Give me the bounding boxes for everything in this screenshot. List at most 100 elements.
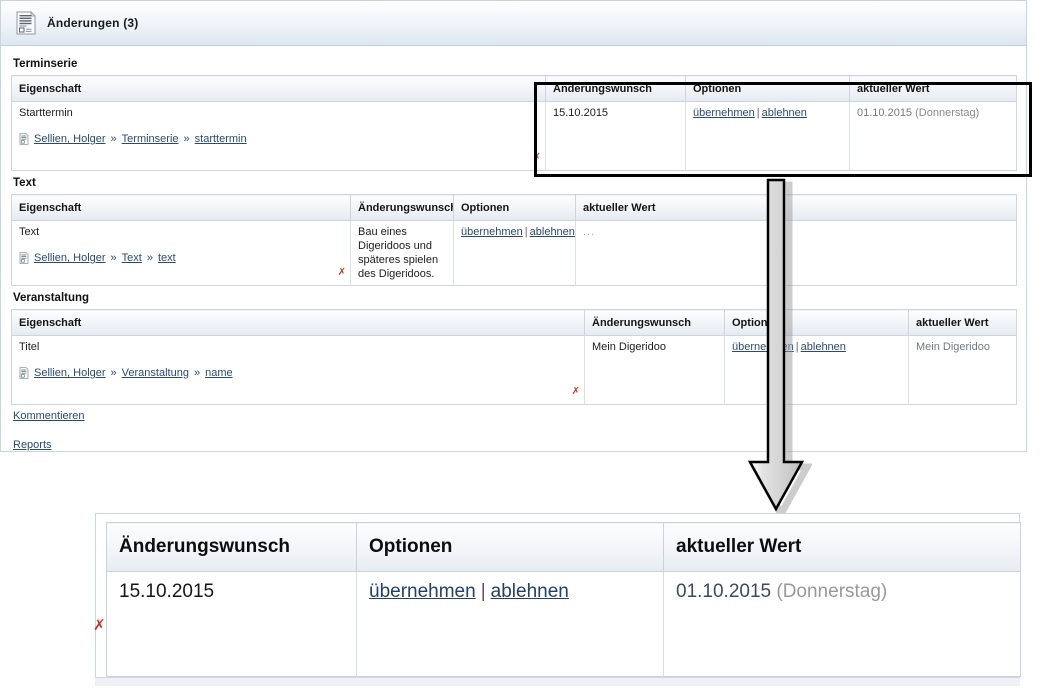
col-aenderungswunsch: Änderungswunsch: [350, 194, 454, 221]
delete-change-icon[interactable]: ✗: [337, 267, 346, 278]
comment-link-row: Kommentieren: [13, 410, 1016, 422]
table-row: 15.10.2015 übernehmen|ablehnen 01.10.201…: [106, 571, 1021, 677]
current-value: ...: [583, 226, 596, 238]
col-optionen: Optionen: [685, 75, 850, 102]
col-aenderungswunsch: Änderungswunsch: [106, 522, 357, 572]
requested-value-cell: Bau eines Digeridoos und späteres spiele…: [350, 220, 454, 286]
table-row: Starttermin: [11, 101, 1017, 171]
property-origin-link[interactable]: Sellien, Holger » Veranstaltung » name: [19, 366, 578, 380]
current-value-cell: 01.10.2015 (Donnerstag): [849, 101, 1017, 171]
col-aktueller-wert: aktueller Wert: [575, 194, 1017, 221]
section-terminserie: Terminserie Eigenschaft Änderungswunsch …: [11, 58, 1017, 171]
panel-body: Terminserie Eigenschaft Änderungswunsch …: [1, 46, 1026, 451]
accept-link[interactable]: übernehmen: [461, 226, 523, 238]
current-value-suffix: (Donnerstag): [776, 581, 888, 602]
option-separator: |: [480, 581, 486, 602]
property-cell: Text: [11, 220, 351, 286]
options-cell: übernehmen|ablehnen: [356, 571, 664, 677]
current-value: Mein Digeridoo: [916, 341, 990, 353]
document-icon: [19, 133, 29, 145]
current-value-cell: 01.10.2015 (Donnerstag): [663, 571, 1021, 677]
property-origin-link[interactable]: Sellien, Holger » Text » text: [19, 251, 344, 265]
changes-table-veranstaltung: Eigenschaft Änderungswunsch Optionen akt…: [11, 309, 1017, 405]
options-cell: übernehmen|ablehnen: [685, 101, 850, 171]
options-cell: übernehmen|ablehnen: [453, 220, 576, 286]
option-separator: |: [756, 107, 760, 119]
col-aktueller-wert: aktueller Wert: [908, 309, 1017, 336]
link-chevron: »: [110, 252, 117, 264]
panel-header: Änderungen (3): [1, 1, 1026, 46]
reject-link[interactable]: ablehnen: [800, 341, 846, 353]
col-aenderungswunsch: Änderungswunsch: [545, 75, 686, 102]
section-text: Text Eigenschaft Änderungswunsch Optione…: [11, 177, 1017, 286]
document-icon: [19, 252, 29, 264]
table-header-row: Änderungswunsch Optionen aktueller Wert: [106, 522, 1021, 572]
col-aenderungswunsch: Änderungswunsch: [584, 309, 725, 336]
link-entity[interactable]: Veranstaltung: [121, 367, 189, 379]
col-eigenschaft: Eigenschaft: [11, 75, 546, 102]
delete-change-icon[interactable]: ✗: [93, 617, 106, 634]
kommentieren-link[interactable]: Kommentieren: [13, 410, 85, 422]
option-separator: |: [795, 341, 799, 353]
delete-change-icon[interactable]: ✗: [532, 152, 541, 163]
changes-panel: Änderungen (3) Terminserie Eigenschaft Ä…: [0, 0, 1027, 452]
table-header-row: Eigenschaft Änderungswunsch Optionen akt…: [11, 309, 1017, 336]
col-eigenschaft: Eigenschaft: [11, 309, 585, 336]
col-optionen: Optionen: [356, 522, 664, 572]
accept-link[interactable]: übernehmen: [693, 107, 755, 119]
option-separator: |: [524, 226, 528, 238]
link-chevron: »: [110, 133, 117, 145]
link-field[interactable]: text: [157, 252, 176, 264]
link-field[interactable]: name: [205, 367, 233, 379]
current-value-cell: ...: [575, 220, 1017, 286]
current-value-suffix: (Donnerstag): [915, 107, 980, 119]
col-eigenschaft: Eigenschaft: [11, 194, 351, 221]
property-cell: Starttermin: [11, 101, 546, 171]
col-aktueller-wert: aktueller Wert: [663, 522, 1021, 572]
detail-panel-bottom-strip: [95, 677, 1020, 686]
link-entity[interactable]: Text: [121, 252, 142, 264]
document-icon: [19, 367, 29, 379]
changes-table-text: Eigenschaft Änderungswunsch Optionen akt…: [11, 194, 1017, 286]
col-aktueller-wert: aktueller Wert: [849, 75, 1017, 102]
requested-value-cell: Mein Digeridoo: [584, 335, 725, 405]
section-title: Veranstaltung: [13, 292, 90, 304]
footer-spacer: [11, 422, 1016, 434]
zoomed-detail-table: Änderungswunsch Optionen aktueller Wert …: [106, 522, 1021, 677]
options-cell: übernehmen|ablehnen: [724, 335, 909, 405]
property-origin-link[interactable]: Sellien, Holger » Terminserie » startter…: [19, 132, 539, 146]
reject-link[interactable]: ablehnen: [529, 226, 575, 238]
current-value: 01.10.2015: [676, 581, 772, 602]
section-title: Text: [13, 177, 36, 189]
property-label: Titel: [19, 341, 40, 353]
section-veranstaltung: Veranstaltung Eigenschaft Änderungswunsc…: [11, 292, 1017, 405]
current-value: 01.10.2015: [857, 107, 913, 119]
link-chevron: »: [146, 252, 153, 264]
col-optionen: Optionen: [724, 309, 909, 336]
reject-link[interactable]: ablehnen: [490, 581, 569, 602]
link-chevron: »: [110, 367, 117, 379]
table-header-row: Eigenschaft Änderungswunsch Optionen akt…: [11, 75, 1017, 102]
table-row: Text: [11, 220, 1017, 286]
table-header-row: Eigenschaft Änderungswunsch Optionen akt…: [11, 194, 1017, 221]
requested-value-cell: 15.10.2015: [545, 101, 686, 171]
delete-change-icon[interactable]: ✗: [571, 386, 580, 397]
section-title: Terminserie: [13, 58, 78, 70]
table-row: Titel: [11, 335, 1017, 405]
accept-link[interactable]: übernehmen: [369, 581, 476, 602]
property-label: Starttermin: [19, 107, 73, 119]
property-label: Text: [19, 226, 40, 238]
reject-link[interactable]: ablehnen: [761, 107, 807, 119]
changes-table-terminserie: Eigenschaft Änderungswunsch Optionen akt…: [11, 75, 1017, 171]
link-chevron: »: [183, 133, 190, 145]
link-user[interactable]: Sellien, Holger: [34, 252, 106, 264]
reports-link[interactable]: Reports: [13, 439, 52, 451]
link-field[interactable]: starttermin: [194, 133, 247, 145]
link-entity[interactable]: Terminserie: [121, 133, 179, 145]
link-user[interactable]: Sellien, Holger: [34, 133, 106, 145]
requested-value-cell: 15.10.2015: [106, 571, 357, 677]
col-optionen: Optionen: [453, 194, 576, 221]
down-arrow-annotation: [726, 178, 813, 522]
link-user[interactable]: Sellien, Holger: [34, 367, 106, 379]
changes-document-icon: [15, 11, 37, 35]
